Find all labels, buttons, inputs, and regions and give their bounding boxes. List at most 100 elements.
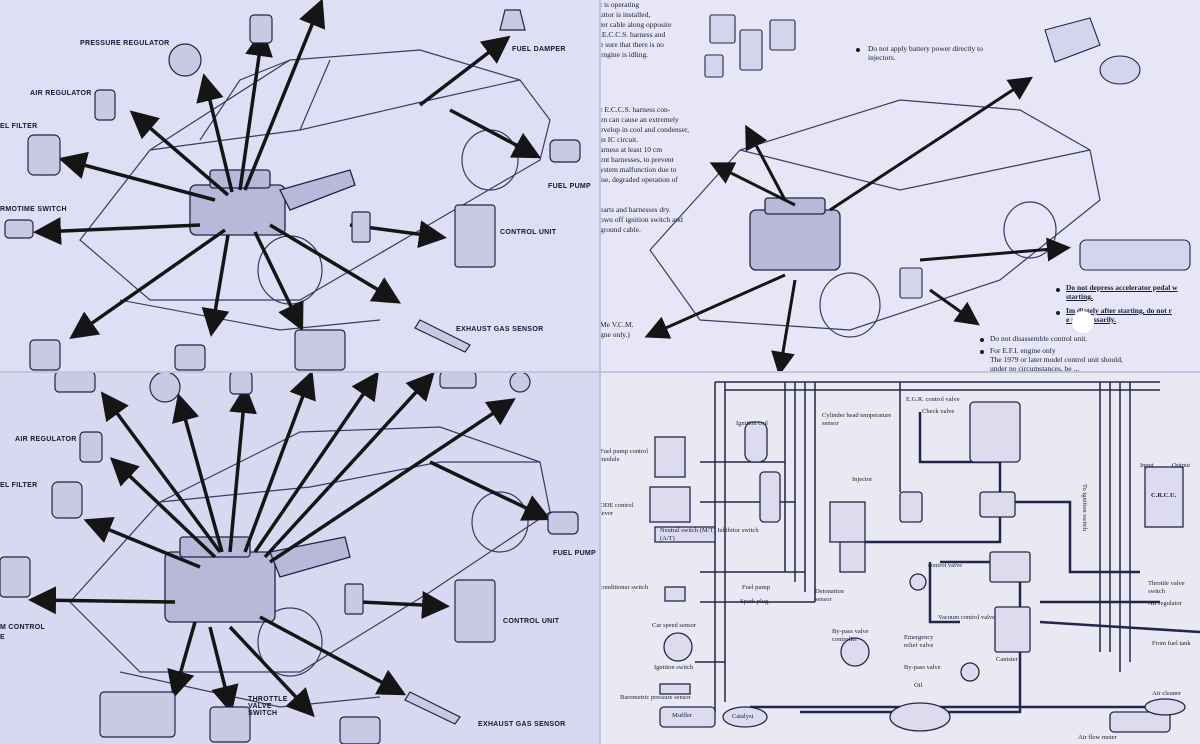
label-detonation-sensor: Detonation sensor — [815, 588, 844, 603]
label-baro-sensor: Barometric pressure sensor — [620, 694, 691, 701]
efi-note: For E.F.I. engine only The 1979 or later… — [990, 346, 1123, 372]
bullet — [980, 338, 984, 342]
note-line: under no circumstances, be ... — [990, 364, 1080, 372]
label-cold-start-control: M CONTROL — [0, 624, 46, 631]
car-outline — [79, 49, 551, 331]
label-input: Input — [1140, 462, 1154, 469]
label-fuel-damper: FUEL DAMPER — [512, 46, 566, 53]
label-air-regulator: AIR REGULATOR — [30, 90, 92, 97]
bypass-valve-controller — [840, 637, 870, 667]
label-spark-plug: Spark plug — [740, 598, 769, 605]
label-fuel-pump: FUEL PUMP — [548, 183, 592, 190]
text-line: ground cable. — [600, 225, 641, 234]
bullet — [1056, 311, 1060, 315]
label-control-valve: control valve — [928, 562, 963, 569]
label-fuel-filter: EL FILTER — [0, 123, 38, 130]
label-ignition-switch: Ignition switch — [654, 664, 694, 671]
label-muffler: Muffler — [672, 712, 693, 719]
label-line: SWITCH — [248, 710, 278, 717]
text-line: e sure that there is no — [600, 40, 664, 49]
label-egr-control-valve: E.G.R. control valve — [906, 396, 960, 403]
note-line: Im diately after starting, do not r — [1066, 306, 1172, 315]
check-valve-body — [979, 491, 1016, 518]
canister — [994, 606, 1031, 653]
label-cylinder-head-temp: Cylinder head temperature sensor — [822, 412, 892, 427]
label-mode-lever: ODE control lever — [600, 502, 634, 517]
note-line: Do not depress accelerator pedal w — [1066, 283, 1178, 292]
label-line: VALVE — [248, 703, 272, 710]
ignition-switch — [663, 632, 693, 662]
label-air-flow-meter: Air flow meter — [1078, 734, 1117, 741]
label-ignition-coil: Ignition coil — [736, 420, 768, 427]
car-component-diagram — [0, 372, 579, 744]
label-exhaust-gas-sensor: EXHAUST GAS SENSOR — [456, 326, 544, 333]
note-line: injectors. — [868, 53, 896, 62]
panel-efi-system-schematic: Ignition coil Cylinder head temperature … — [600, 372, 1200, 744]
label-bypass-valve: By-pass valve — [904, 664, 941, 671]
arrows — [28, 372, 552, 718]
text-line: Me V.C.M. — [600, 320, 634, 329]
spark-plug-block — [839, 541, 866, 573]
component-icons — [0, 372, 579, 744]
bypass-valve — [960, 662, 980, 682]
label-thermotime-switch: RMOTIME SWITCH — [0, 206, 67, 213]
oil-pan — [889, 702, 951, 732]
schematic-components — [649, 401, 1186, 733]
text-line: arness at least 10 cm — [600, 145, 663, 154]
panel-efi-precautions-top-right: t is operating uttor is installed, ler c… — [600, 0, 1200, 372]
label-injector: Injector — [852, 476, 873, 483]
label-canister: Canister — [996, 656, 1018, 663]
horizontal-divider — [0, 371, 1200, 373]
text-line: .E.C.C.S. harness and — [600, 30, 666, 39]
muffler-body — [659, 706, 716, 728]
text-line: ise, degraded operation of — [600, 175, 678, 184]
label-vacuum-control-valve: Vacuum control valve — [938, 614, 996, 621]
label-control-unit: CONTROL UNIT — [500, 229, 557, 236]
label-fuel-pump: FUEL PUMP — [553, 550, 597, 557]
label-pressure-regulator: PRESSURE REGULATOR — [80, 40, 170, 47]
car-outline — [649, 99, 1101, 338]
panel-efi-components-top-left: PRESSURE REGULATOR AIR REGULATOR EL FILT… — [0, 0, 600, 372]
label-air-cleaner: Air cleaner — [1152, 690, 1182, 697]
egr-control-valve-body — [969, 401, 1021, 463]
bullet — [980, 350, 984, 354]
air-flow-meter-body — [1109, 711, 1171, 733]
ignition-coil — [744, 421, 768, 463]
vacuum-control-valve — [989, 551, 1031, 583]
note-line: The 1979 or later model control unit sho… — [990, 355, 1123, 364]
label-check-valve: Check valve — [922, 408, 955, 415]
bullet — [1056, 288, 1060, 292]
car-component-diagram — [4, 0, 581, 371]
arrows — [33, 0, 542, 340]
vcm-note: Me V.C.M. gne only.) — [600, 320, 633, 340]
ecu-box — [1144, 466, 1184, 528]
neutral-switch — [654, 526, 716, 543]
text-line: own off ignition switch and — [600, 215, 683, 224]
catalyst-body — [722, 706, 768, 728]
detonation-sensor-block — [829, 501, 866, 543]
car-precaution-diagram — [644, 14, 1191, 372]
label-fuel-pump-control: Fuel pump control module — [600, 448, 649, 463]
label-fuel-filter: EL FILTER — [0, 482, 38, 489]
text-line: gne only.) — [600, 330, 630, 339]
text-line: r E.C.C.S. harness con- — [600, 105, 671, 114]
label-conditioner-switch: conditioner switch — [600, 584, 649, 591]
fuel-pump-control-module — [654, 436, 686, 478]
note-line: Do not apply battery power directly to — [868, 44, 983, 53]
battery-note: Do not apply battery power directly to i… — [868, 44, 983, 62]
label-ecu: C.R.C.U. — [1151, 492, 1177, 499]
label-to-ignition-switch: To ignition switch — [1081, 484, 1088, 532]
label-output: Output — [1172, 462, 1191, 469]
schematic-diagram — [649, 381, 1200, 733]
component-icons — [4, 9, 581, 371]
label-neutral-switch: Neutral switch (M/T) Inhibitor switch (A… — [660, 527, 759, 542]
text-line: ent harnesses, to prevent — [600, 155, 674, 164]
label-from-fuel-tank: From fuel tank — [1152, 640, 1191, 647]
accelerator-note: Do not depress accelerator pedal w start… — [1066, 283, 1178, 301]
note-line: For E.F.I. engine only — [990, 346, 1056, 355]
precaution-text-column-3: earts and harnesses dry. own off ignitio… — [600, 205, 720, 235]
note-line: starting. — [1066, 292, 1093, 301]
text-line: engine is idling. — [600, 50, 649, 59]
label-throttle-valve-switch: Throttle valve switch — [1148, 580, 1185, 595]
label-air-regulator: Air regulator — [1148, 600, 1182, 607]
